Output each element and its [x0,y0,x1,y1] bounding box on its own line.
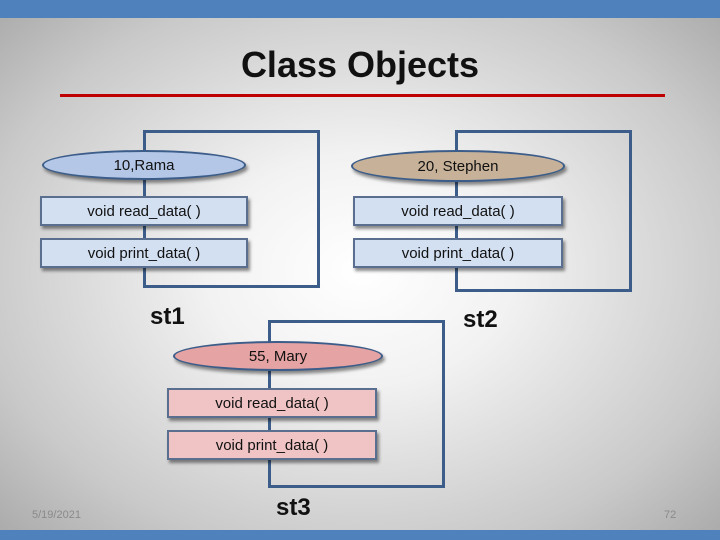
st3-read-method: void read_data( ) [167,388,377,418]
slide-title: Class Objects [240,44,480,85]
st2-print-method: void print_data( ) [353,238,563,268]
slide-page-number: 72 [664,509,677,521]
st1-data-ellipse: 10,Rama [42,150,246,180]
st3-data-ellipse: 55, Mary [173,341,383,371]
bottom-accent-bar [0,530,720,540]
slide-date: 5/19/2021 [32,509,81,521]
title-underline [60,94,665,97]
st2-data-ellipse: 20, Stephen [351,150,565,182]
top-accent-bar [0,0,720,18]
st1-print-method: void print_data( ) [40,238,248,268]
st2-read-method: void read_data( ) [353,196,563,226]
st3-print-method: void print_data( ) [167,430,377,460]
st3-label: st3 [276,494,311,521]
st1-label: st1 [150,303,185,330]
st1-read-method: void read_data( ) [40,196,248,226]
st2-label: st2 [463,306,498,333]
